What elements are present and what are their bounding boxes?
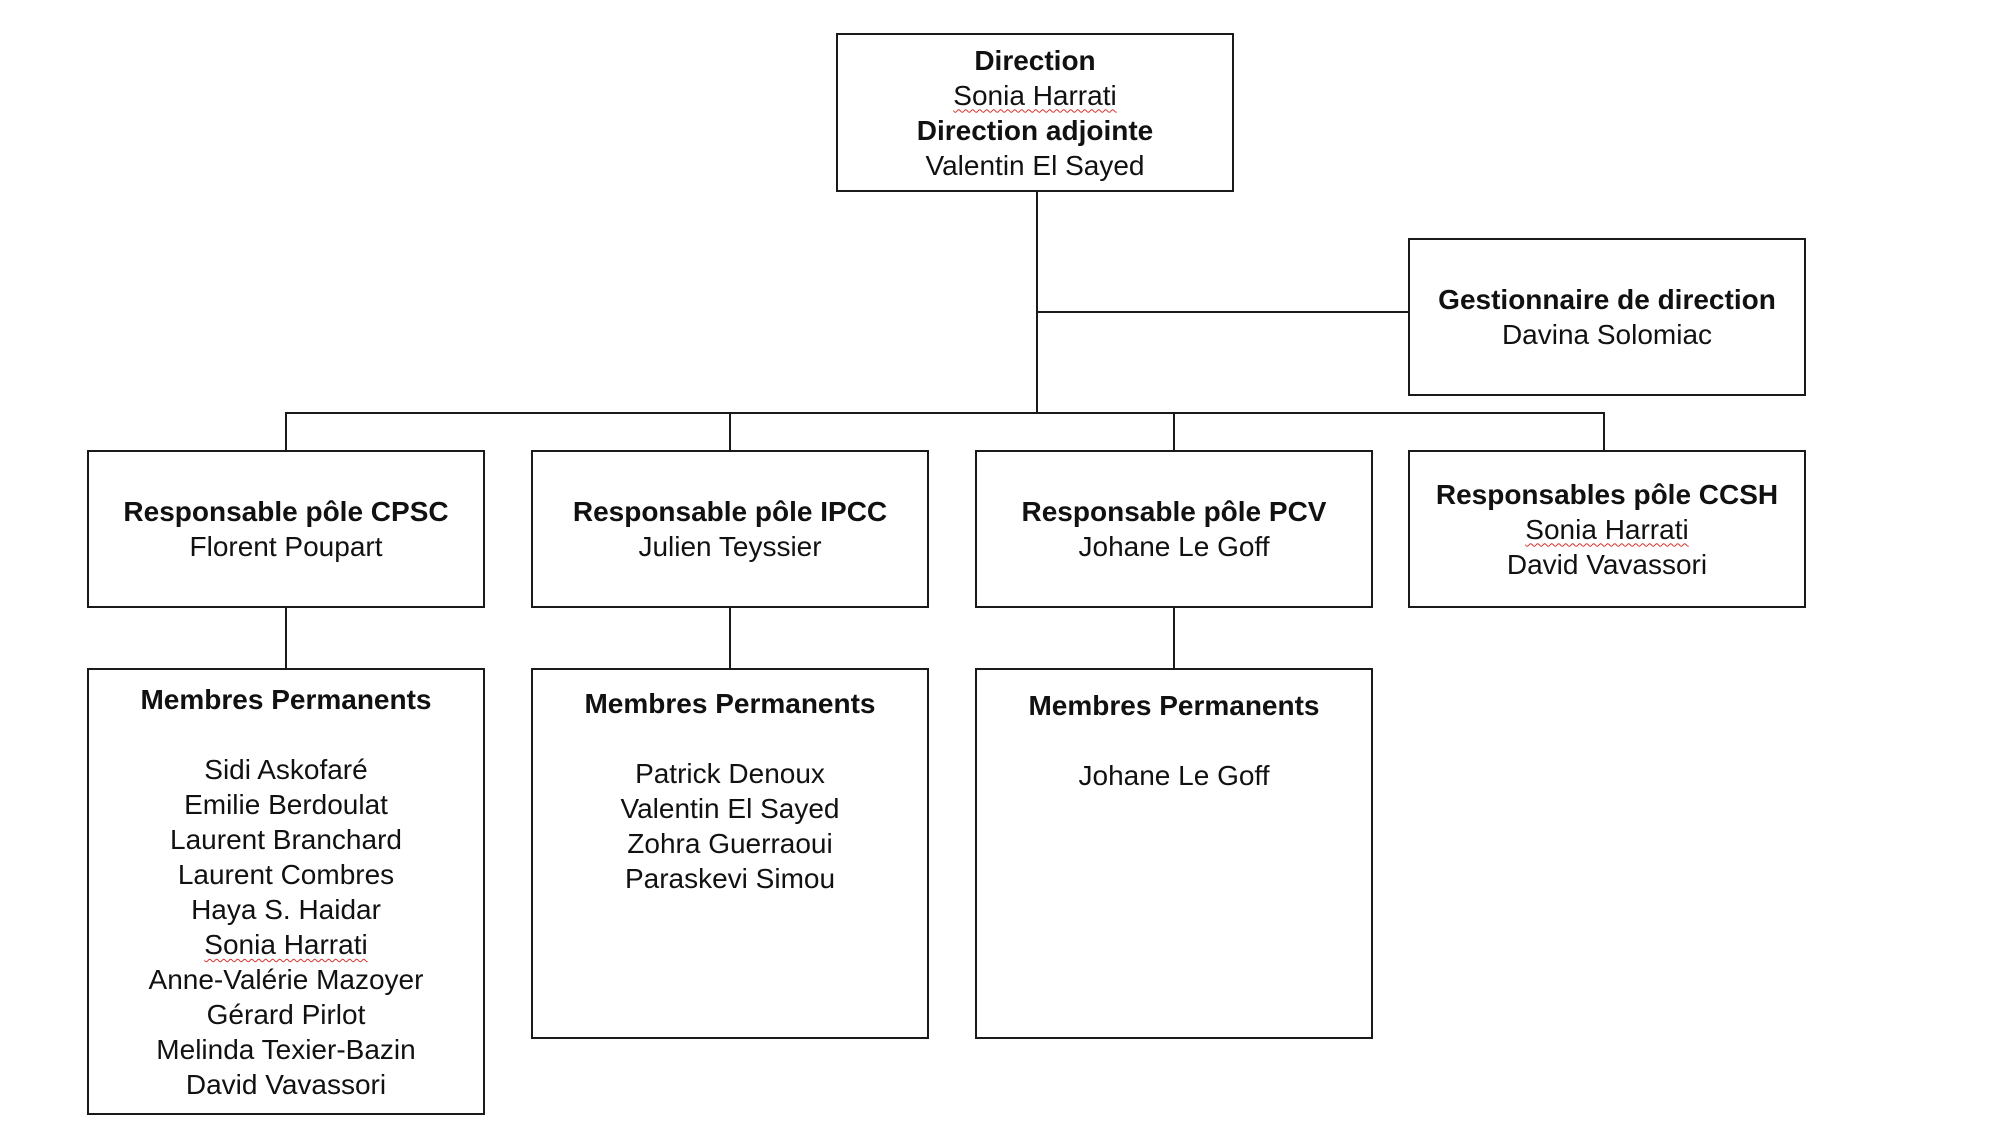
member-name: Laurent Branchard — [170, 824, 402, 855]
connector-pole-cpsc — [285, 412, 287, 452]
connector-members-ipcc — [729, 607, 731, 670]
pole-ccsh-box: Responsables pôle CCSH Sonia Harrati Dav… — [1408, 450, 1806, 608]
member-name: David Vavassori — [185, 1069, 387, 1100]
connector-members-cpsc — [285, 607, 287, 670]
deputy-direction-title: Direction adjointe — [916, 114, 1154, 146]
connector-pole-ccsh — [1603, 412, 1605, 452]
management-assistant-name: Davina Solomiac — [1501, 319, 1713, 350]
pole-ipcc-head: Julien Teyssier — [638, 531, 822, 562]
pole-ipcc-box: Responsable pôle IPCC Julien Teyssier — [531, 450, 929, 608]
members-pcv-box: Membres Permanents Johane Le Goff — [975, 668, 1373, 1039]
pole-pcv-head: Johane Le Goff — [1078, 531, 1270, 562]
connector-direction-trunk — [1036, 192, 1038, 414]
member-name: Gérard Pirlot — [206, 999, 366, 1030]
pole-ccsh-head: Sonia Harrati — [1525, 513, 1689, 545]
pole-ipcc-title: Responsable pôle IPCC — [572, 496, 888, 527]
pole-cpsc-title: Responsable pôle CPSC — [123, 496, 449, 527]
members-cpsc-box: Membres Permanents Sidi Askofaré Emilie … — [87, 668, 485, 1115]
direction-title: Direction — [974, 44, 1096, 76]
pole-pcv-title: Responsable pôle PCV — [1021, 496, 1327, 527]
pole-cpsc-head: Florent Poupart — [189, 531, 383, 562]
member-name: Anne-Valérie Mazoyer — [148, 964, 424, 995]
members-ipcc-title: Membres Permanents — [584, 688, 876, 719]
pole-cpsc-box: Responsable pôle CPSC Florent Poupart — [87, 450, 485, 608]
member-name: Johane Le Goff — [1078, 760, 1270, 791]
member-name: Sonia Harrati — [204, 929, 368, 960]
connector-members-pcv — [1173, 607, 1175, 670]
members-cpsc-title: Membres Permanents — [140, 684, 432, 715]
direction-box: Direction Sonia Harrati Direction adjoin… — [836, 33, 1234, 192]
member-name: Laurent Combres — [177, 859, 395, 890]
member-name: Patrick Denoux — [635, 758, 825, 789]
deputy-direction-name: Valentin El Sayed — [925, 149, 1145, 181]
management-assistant-box: Gestionnaire de direction Davina Solomia… — [1408, 238, 1806, 396]
member-name: Emilie Berdoulat — [184, 789, 388, 820]
members-pcv-title: Membres Permanents — [1028, 690, 1320, 721]
member-name: Valentin El Sayed — [620, 793, 840, 824]
member-name: Melinda Texier-Bazin — [156, 1034, 416, 1065]
member-name: Haya S. Haidar — [191, 894, 381, 925]
member-name: Zohra Guerraoui — [627, 828, 833, 859]
pole-ccsh-head: David Vavassori — [1506, 548, 1708, 580]
member-name: Paraskevi Simou — [624, 863, 836, 894]
connector-pole-pcv — [1173, 412, 1175, 452]
management-assistant-title: Gestionnaire de direction — [1438, 284, 1776, 315]
pole-pcv-box: Responsable pôle PCV Johane Le Goff — [975, 450, 1373, 608]
pole-ccsh-title: Responsables pôle CCSH — [1435, 478, 1779, 510]
connector-pole-ipcc — [729, 412, 731, 452]
member-name: Sidi Askofaré — [204, 754, 368, 785]
members-ipcc-box: Membres Permanents Patrick Denoux Valent… — [531, 668, 929, 1039]
direction-name: Sonia Harrati — [953, 79, 1117, 111]
connector-assistant — [1036, 311, 1412, 313]
connector-poles-horizontal — [285, 412, 1604, 414]
